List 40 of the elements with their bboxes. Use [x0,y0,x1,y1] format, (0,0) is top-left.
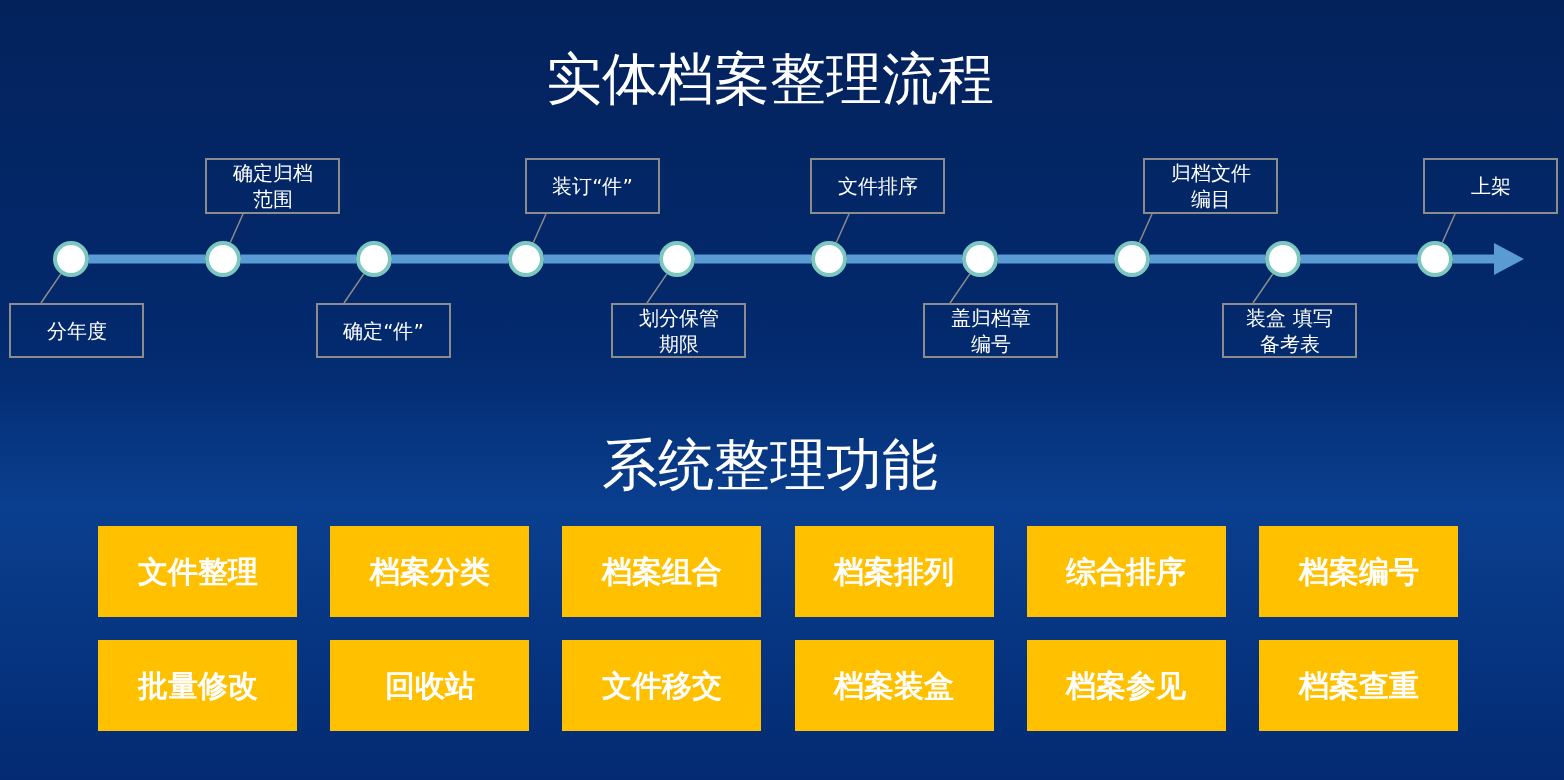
step-label: 上架 [1423,158,1558,214]
timeline-node [508,241,544,277]
function-box: 档案装盒 [794,640,994,731]
step-label: 文件排序 [810,158,945,214]
step-label: 确定归档范围 [205,158,340,214]
leader-line [532,213,547,244]
section-heading: 系统整理功能 [601,431,939,499]
function-box: 档案参见 [1026,640,1226,731]
timeline-node [1417,241,1453,277]
timeline-node [659,241,695,277]
timeline-node [205,241,241,277]
leader-line [835,213,850,244]
function-box: 档案查重 [1259,640,1458,731]
function-box: 档案组合 [562,526,762,617]
step-label: 盖归档章编号 [923,303,1058,358]
function-box: 综合排序 [1026,526,1226,617]
step-label: 装盒 填写备考表 [1222,303,1357,358]
timeline-node [356,241,392,277]
leader-line [229,213,244,244]
step-label: 归档文件编目 [1143,158,1278,214]
timeline-node [53,241,89,277]
function-box: 档案编号 [1259,526,1458,617]
step-label: 确定“件” [316,303,451,358]
function-box: 档案排列 [794,526,994,617]
leader-line [1138,213,1153,244]
step-label: 划分保管期限 [611,303,746,358]
function-box: 文件整理 [98,526,297,617]
function-box: 批量修改 [98,640,297,731]
function-box: 回收站 [330,640,530,731]
step-label: 装订“件” [525,158,660,214]
title: 实体档案整理流程 [545,45,995,113]
timeline-node [1114,241,1150,277]
timeline-node [962,241,998,277]
timeline-node [1265,241,1301,277]
timeline-arrow [1453,242,1525,276]
step-label: 分年度 [9,303,144,358]
function-box: 档案分类 [330,526,530,617]
timeline-node [811,241,847,277]
function-box: 文件移交 [562,640,762,731]
leader-line [1441,213,1456,244]
